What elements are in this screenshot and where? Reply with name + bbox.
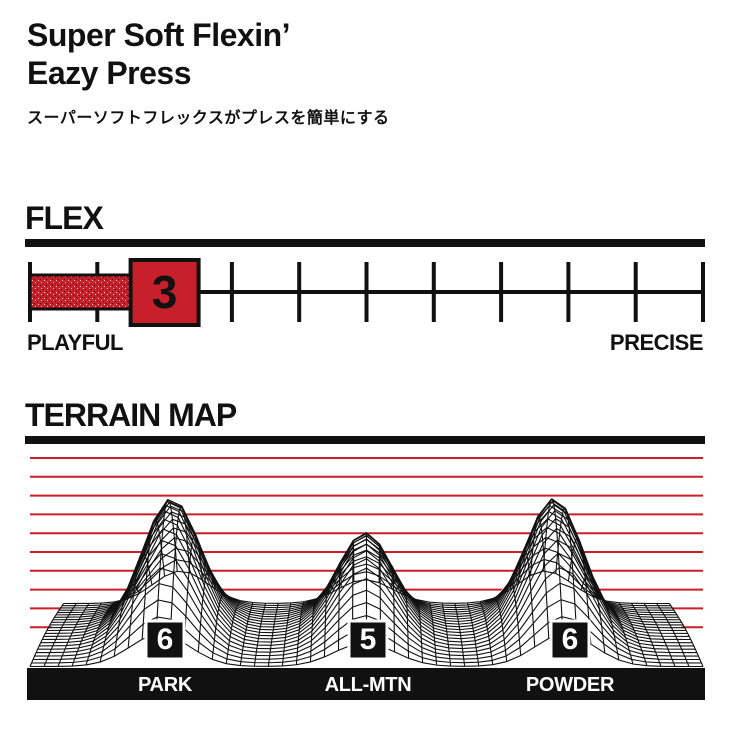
- terrain-mesh-col: [267, 603, 279, 667]
- terrain-mesh-col: [183, 533, 204, 644]
- product-subtitle: スーパーソフトフレックスがプレスを簡単にする: [27, 108, 390, 127]
- terrain-score-box: [144, 619, 186, 661]
- terrain-score: 6: [156, 623, 174, 656]
- terrain-score: 5: [359, 623, 377, 656]
- terrain-score-box: [347, 619, 389, 661]
- terrain-mesh-col: [169, 505, 191, 636]
- terrain-heading: TERRAIN MAP: [25, 397, 237, 433]
- terrain-mesh-col: [378, 544, 382, 646]
- terrain-mesh-col: [416, 599, 424, 663]
- terrain-mesh-col: [99, 598, 127, 663]
- flex-heading: FLEX: [25, 200, 104, 236]
- terrain-label-bar: [27, 668, 705, 700]
- terrain-mesh-col: [253, 603, 267, 667]
- terrain-mesh-col: [429, 602, 438, 666]
- terrain-mesh-col: [593, 594, 620, 661]
- terrain-mesh-col: [141, 518, 166, 640]
- terrain-mesh-col: [403, 589, 410, 659]
- terrain-mesh-col: [492, 598, 508, 662]
- terrain-mesh-col: [631, 603, 662, 667]
- terrain-mesh-col: [71, 602, 102, 667]
- terrain-mesh-col: [391, 565, 396, 652]
- terrain-label: PARK: [138, 674, 192, 696]
- terrain-mesh-col: [295, 601, 304, 665]
- terrain-score: 6: [561, 623, 579, 656]
- title-line-2: Eazy Press: [27, 55, 192, 91]
- terrain-mesh-col: [441, 602, 452, 667]
- terrain-mesh-col: [309, 598, 317, 662]
- terrain-mesh-col: [239, 602, 254, 666]
- terrain-mesh-col: [529, 515, 550, 639]
- flex-fill-bar: [28, 273, 133, 311]
- terrain-mesh-col: [580, 571, 606, 654]
- terrain-mesh-col: [618, 602, 648, 666]
- terrain-mesh-col: [29, 603, 65, 667]
- terrain-mesh-col: [605, 600, 634, 665]
- terrain-mesh-col: [113, 583, 140, 657]
- terrain-mesh-col: [555, 507, 578, 637]
- terrain-mesh-col: [155, 499, 178, 635]
- terrain-mesh-col: [643, 603, 676, 667]
- terrain-mesh-col: [454, 603, 466, 667]
- terrain-mesh-col: [656, 603, 690, 667]
- terrain-mesh-col: [351, 540, 355, 645]
- terrain-label: POWDER: [525, 674, 615, 696]
- terrain-mesh-col: [85, 601, 115, 666]
- terrain-mesh-col: [337, 560, 342, 651]
- terrain-mesh-col: [517, 548, 536, 647]
- terrain-mesh-col: [567, 537, 592, 645]
- flex-left-label: PLAYFUL: [27, 330, 123, 355]
- flex-value-box: [128, 258, 201, 327]
- flex-right-label: PRECISE: [609, 330, 704, 355]
- terrain-mesh-col: [504, 580, 522, 656]
- terrain-mesh-col: [57, 603, 90, 667]
- flex-heading-rule: [25, 239, 705, 247]
- terrain-mesh-col: [323, 585, 330, 657]
- terrain-mesh-col: [542, 498, 564, 635]
- terrain-mesh-col: [197, 567, 216, 653]
- terrain-label: ALL-MTN: [324, 674, 412, 696]
- terrain-mesh-col: [281, 602, 292, 667]
- terrain-mesh-col: [479, 601, 494, 665]
- terrain-mesh-col: [668, 603, 704, 667]
- terrain-mesh-col: [43, 603, 77, 667]
- terrain-mesh-col: [466, 602, 480, 667]
- title-line-1: Super Soft Flexin’: [27, 17, 291, 53]
- flex-scale: [28, 258, 705, 327]
- terrain-heading-rule: [25, 436, 705, 444]
- product-title: Super Soft Flexin’ Eazy Press: [27, 16, 291, 92]
- flex-value: 3: [151, 266, 178, 318]
- terrain-mesh-col: [211, 593, 229, 660]
- terrain-mesh-col: [225, 600, 241, 664]
- terrain-score-box: [549, 619, 591, 661]
